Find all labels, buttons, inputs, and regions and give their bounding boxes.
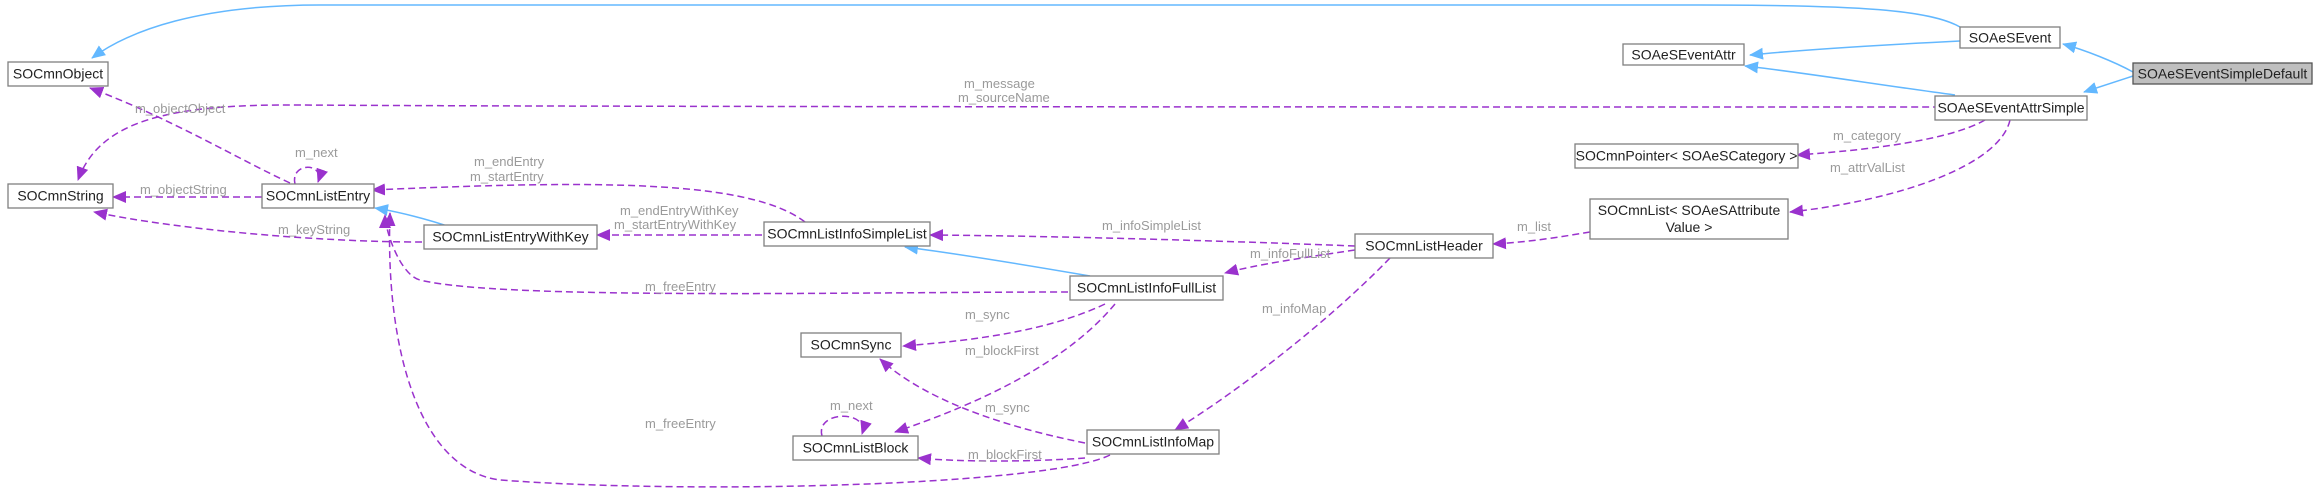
label-m-attr-val-list: m_attrValList <box>1830 160 1905 175</box>
svg-text:SOCmnListBlock: SOCmnListBlock <box>803 440 910 456</box>
edge-member-listheader-fulllist <box>1224 249 1356 276</box>
edge-member-map-block <box>917 453 1086 466</box>
node-soaeseventsimpledefault[interactable]: SOAeSEventSimpleDefault <box>2132 62 2313 85</box>
label-m-block-first-full: m_blockFirst <box>965 343 1039 358</box>
svg-text:SOCmnSync: SOCmnSync <box>811 337 892 353</box>
svg-text:SOAeSEventAttrSimple: SOAeSEventAttrSimple <box>1937 100 2084 116</box>
svg-text:SOAeSEventAttr: SOAeSEventAttr <box>1631 47 1736 63</box>
svg-text:Value >: Value > <box>1666 219 1713 235</box>
svg-text:SOCmnListInfoFullList: SOCmnListInfoFullList <box>1077 280 1216 296</box>
label-m-source-name: m_sourceName <box>958 90 1050 105</box>
label-m-start-entry-with-key: m_startEntryWithKey <box>614 217 737 232</box>
label-m-message: m_message <box>964 76 1035 91</box>
svg-text:SOCmnListEntry: SOCmnListEntry <box>266 188 370 204</box>
edge-member-fulllist-entry <box>379 214 1069 295</box>
label-m-info-full-list: m_infoFullList <box>1250 246 1331 261</box>
edge-inherit-fulllist-simplelist <box>904 242 1091 277</box>
node-socmnlistentrywithkey[interactable]: SOCmnListEntryWithKey <box>423 224 598 250</box>
label-m-info-map: m_infoMap <box>1262 301 1326 316</box>
edge-inherit-event-object <box>91 4 1961 59</box>
edge-member-listheader-map <box>1174 257 1391 431</box>
node-soaesevent[interactable]: SOAeSEvent <box>1959 26 2061 49</box>
node-socmnsync[interactable]: SOCmnSync <box>800 332 902 358</box>
node-socmnpointer-category[interactable]: SOCmnPointer< SOAeSCategory > <box>1574 143 1799 169</box>
edge-inherit-eventsimpledefault-attrsimple <box>2083 75 2134 94</box>
svg-text:SOCmnListInfoSimpleList: SOCmnListInfoSimpleList <box>767 226 927 242</box>
node-socmnstring[interactable]: SOCmnString <box>7 183 114 209</box>
edge-member-block-next <box>820 415 872 437</box>
edge-member-entrywithkey-string <box>93 208 423 243</box>
svg-text:SOCmnList< SOAeSAttribute: SOCmnList< SOAeSAttribute <box>1598 202 1781 218</box>
label-m-end-entry: m_endEntry <box>474 154 545 169</box>
svg-text:SOAeSEventSimpleDefault: SOAeSEventSimpleDefault <box>2138 66 2308 82</box>
label-m-free-entry-map: m_freeEntry <box>645 416 716 431</box>
edge-member-entry-next <box>293 166 328 185</box>
label-m-object-string: m_objectString <box>140 182 227 197</box>
svg-text:SOCmnString: SOCmnString <box>17 188 103 204</box>
svg-text:SOCmnListEntryWithKey: SOCmnListEntryWithKey <box>432 229 588 245</box>
label-m-free-entry-full: m_freeEntry <box>645 279 716 294</box>
label-m-object-object: m_objectObject <box>135 101 226 116</box>
edge-member-listheader-simplelist <box>929 229 1356 247</box>
label-m-sync-map: m_sync <box>985 400 1030 415</box>
label-m-next-block: m_next <box>830 398 873 413</box>
label-m-next-entry: m_next <box>295 145 338 160</box>
edge-member-list-listheader <box>1492 231 1591 250</box>
svg-text:SOCmnListHeader: SOCmnListHeader <box>1365 238 1483 254</box>
label-m-sync-full: m_sync <box>965 307 1010 322</box>
edge-member-simplelist-entry <box>371 183 806 223</box>
label-m-start-entry: m_startEntry <box>470 169 544 184</box>
svg-text:SOCmnObject: SOCmnObject <box>13 66 103 82</box>
label-m-info-simple-list: m_infoSimpleList <box>1102 218 1201 233</box>
edge-member-fulllist-sync <box>902 303 1106 351</box>
edge-member-attrsimple-pointer <box>1796 119 1986 161</box>
node-soaeseventattrsimple[interactable]: SOAeSEventAttrSimple <box>1934 95 2088 121</box>
edge-inherit-attrsimple-attr <box>1744 61 1956 96</box>
label-m-category: m_category <box>1833 128 1901 143</box>
svg-text:SOAeSEvent: SOAeSEvent <box>1969 30 2052 46</box>
node-socmnlist-attributevalue[interactable]: SOCmnList< SOAeSAttribute Value > <box>1589 198 1789 240</box>
edge-inherit-event-attr <box>1749 40 1961 60</box>
edge-member-fulllist-block <box>894 303 1116 434</box>
node-soaeseventattr[interactable]: SOAeSEventAttr <box>1622 43 1745 66</box>
label-m-list: m_list <box>1517 219 1551 234</box>
node-socmnlistinfomap[interactable]: SOCmnListInfoMap <box>1086 429 1220 455</box>
edge-member-attrsimple-string <box>76 104 1941 181</box>
label-m-block-first-map: m_blockFirst <box>968 447 1042 462</box>
svg-text:SOCmnListInfoMap: SOCmnListInfoMap <box>1092 434 1214 450</box>
edge-member-entry-object <box>89 86 291 184</box>
svg-text:SOCmnPointer< SOAeSCategory >: SOCmnPointer< SOAeSCategory > <box>1576 148 1798 164</box>
label-m-end-entry-with-key: m_endEntryWithKey <box>620 203 739 218</box>
edge-member-map-entry <box>383 212 1111 488</box>
node-socmnlistheader[interactable]: SOCmnListHeader <box>1354 233 1494 259</box>
edge-member-map-sync <box>879 358 1086 444</box>
node-socmnobject[interactable]: SOCmnObject <box>7 61 109 87</box>
node-socmnlistinfosimplelist[interactable]: SOCmnListInfoSimpleList <box>763 221 931 247</box>
label-m-key-string: m_keyString <box>278 222 350 237</box>
edge-inherit-eventsimpledefault-event <box>2062 41 2134 73</box>
node-socmnlistblock[interactable]: SOCmnListBlock <box>792 435 919 461</box>
node-socmnlistinfofulllist[interactable]: SOCmnListInfoFullList <box>1069 275 1224 301</box>
node-socmnlistentry[interactable]: SOCmnListEntry <box>261 183 375 209</box>
